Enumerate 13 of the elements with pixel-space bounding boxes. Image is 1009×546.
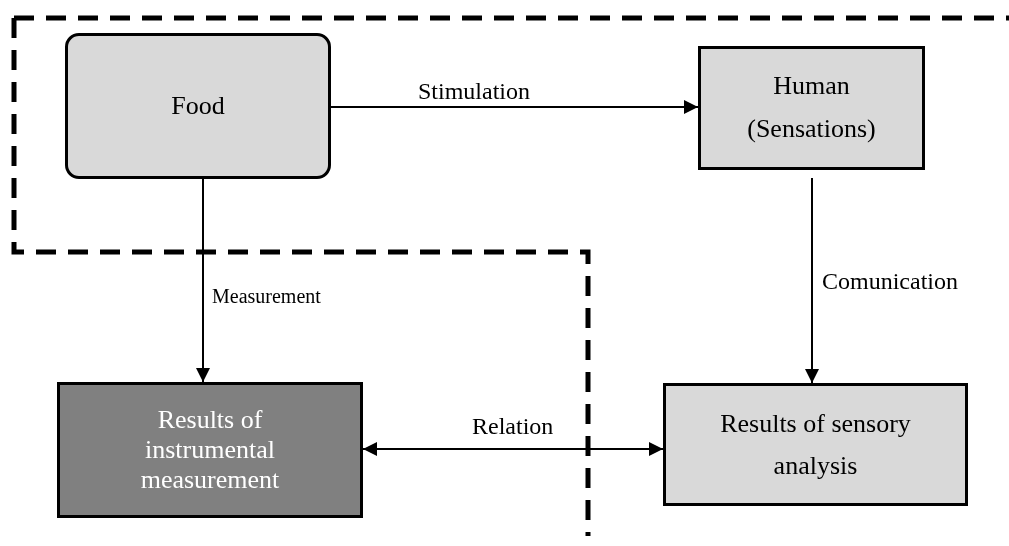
process-box: [663, 383, 968, 506]
node-text: Human (Sensations): [746, 70, 877, 145]
arrow: [196, 178, 210, 383]
rounded-box: [65, 33, 331, 179]
edge-label: Measurement: [212, 286, 321, 306]
process-box: [57, 382, 363, 518]
arrow: [362, 442, 664, 456]
arrow: [330, 100, 699, 114]
arrow: [805, 177, 819, 384]
node-text: Results of sensory analysis: [719, 407, 912, 482]
node-text: Food: [171, 90, 225, 122]
node-text: Results of instrumental measurement: [139, 405, 281, 495]
process-box: [698, 46, 925, 170]
